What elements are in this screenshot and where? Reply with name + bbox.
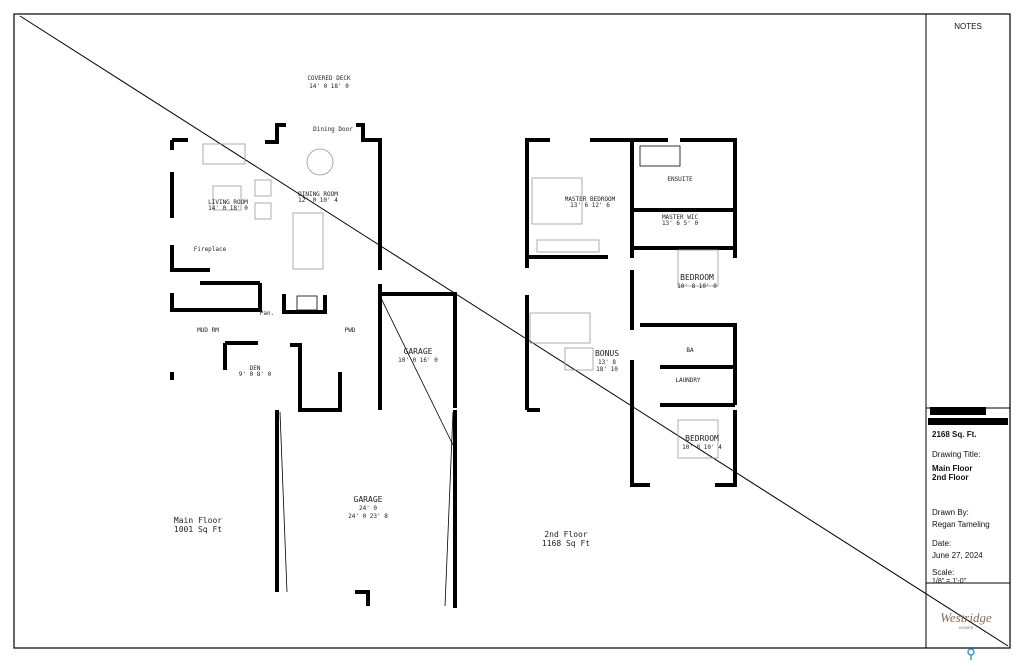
room-dimension-label: 1168 Sq Ft — [542, 539, 590, 548]
second-floor-fixtures — [529, 145, 719, 459]
label-den: DEN — [250, 365, 261, 372]
room-dimension-label: 9' 0 8' 0 — [239, 371, 272, 378]
date-value: June 27, 2024 — [932, 551, 983, 560]
room-dimension-label: 13' 8 — [598, 359, 616, 366]
label-fireplace: Fireplace — [194, 246, 227, 253]
room-dimension-label: Westridge — [940, 610, 992, 625]
room-dimension-label: 14' 0 18' 0 — [208, 205, 248, 212]
room-dimension-label: 13' 6 12' 6 — [570, 202, 610, 209]
label-wic: MASTER WIC — [662, 214, 699, 221]
room-dimension-label: 10' 8 10' 4 — [682, 444, 722, 451]
label-pwd: PWD — [345, 327, 356, 334]
room-dimension-label: HOMES — [959, 625, 974, 630]
room-dimension-label: 24' 0 — [359, 505, 377, 512]
drawn-by-label: Drawn By: — [932, 508, 969, 517]
room-dimension-label: 10' 8 10' 0 — [677, 283, 717, 290]
room-dimension-label: Pan. — [260, 310, 274, 317]
label-second-floor-summary: 2nd Floor — [544, 530, 588, 539]
main-floor-fixtures — [202, 143, 454, 607]
drawing-title-label: Drawing Title: — [932, 450, 981, 459]
map-pin-icon[interactable] — [967, 648, 975, 660]
redacted-address — [928, 418, 1008, 425]
label-master-bedroom: MASTER BEDROOM — [565, 196, 616, 203]
label-bedroom-2: BEDROOM — [685, 434, 719, 443]
label-garage-small: GARAGE — [404, 347, 433, 356]
label-main-floor-summary: Main Floor — [174, 516, 222, 525]
room-dimension-label: 14' 0 18' 0 — [309, 83, 349, 90]
room-dimension-label: 1001 Sq Ft — [174, 525, 222, 534]
room-dimension-label: 24' 0 23' 8 — [348, 513, 388, 520]
label-mud-room: MUD RM — [197, 327, 219, 334]
main-floor-walls — [170, 123, 457, 608]
scale-value: 1/8" = 1'-0" — [932, 578, 967, 585]
label-bedroom-1: BEDROOM — [680, 273, 714, 282]
second-floor-walls — [525, 138, 737, 487]
room-dimension-label: 12' 0 10' 4 — [298, 197, 338, 204]
room-labels: COVERED DECK 14' 0 18' 0 Dining Door DIN… — [174, 75, 722, 548]
label-covered-deck: COVERED DECK — [307, 75, 351, 82]
room-dimension-label: 13' 6 5' 0 — [662, 220, 699, 227]
label-garage: GARAGE — [354, 495, 383, 504]
label-living-room: LIVING ROOM — [208, 199, 248, 206]
date-label: Date: — [932, 539, 952, 548]
scale-label: Scale: — [932, 568, 955, 577]
strike-through-line — [19, 15, 1009, 647]
label-bonus: BONUS — [595, 349, 619, 358]
total-area: 2168 Sq. Ft. — [932, 430, 977, 439]
label-bath: BA — [686, 347, 694, 354]
drawing-title-1: Main Floor — [932, 464, 973, 473]
label-laundry: LAUNDRY — [675, 377, 701, 384]
drawing-title-2: 2nd Floor — [932, 473, 969, 482]
westridge-logo: Westridge HOMES — [940, 610, 992, 630]
label-dining-room: DINING ROOM — [298, 191, 338, 198]
redacted-name — [930, 407, 986, 415]
room-dimension-label: 18' 10 — [596, 366, 618, 373]
label-dining-door: Dining Door — [313, 126, 353, 133]
notes-label: NOTES — [954, 22, 982, 31]
label-ensuite: ENSUITE — [667, 176, 693, 183]
room-dimension-label: 10' 0 16' 0 — [398, 357, 438, 364]
sheet-border — [13, 13, 1011, 649]
drawn-by: Regan Tameling — [932, 520, 990, 529]
